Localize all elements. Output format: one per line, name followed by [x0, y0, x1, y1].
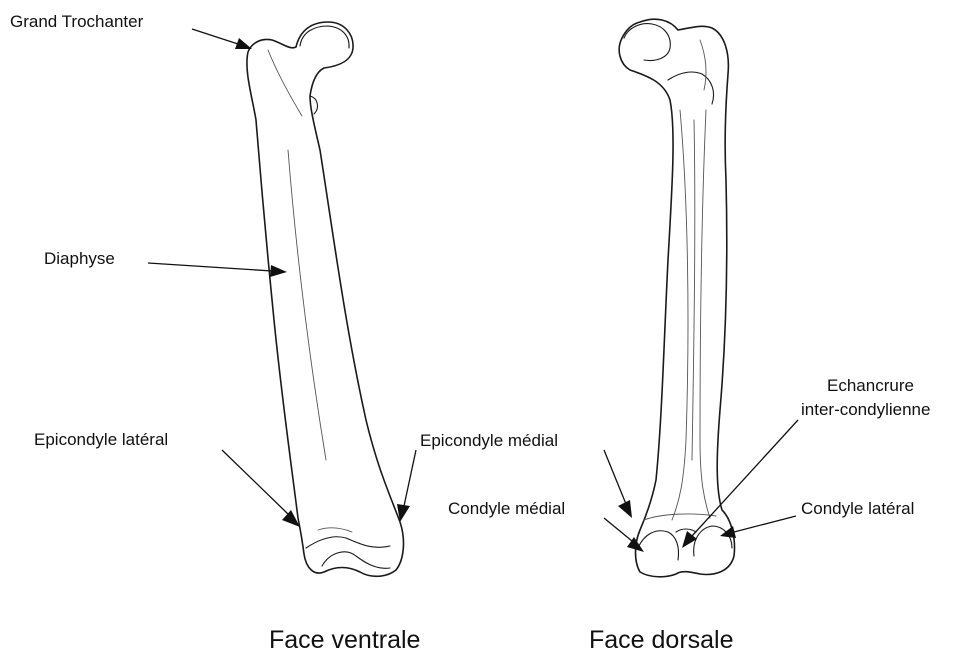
- label-epicondyle-medial: Epicondyle médial: [420, 431, 558, 450]
- label-condyle-medial: Condyle médial: [448, 499, 565, 518]
- annotation-labels: Grand Trochanter Diaphyse Epicondyle lat…: [10, 12, 930, 518]
- caption-face-dorsale: Face dorsale: [589, 626, 734, 654]
- label-echancrure-line1: Echancrure: [827, 376, 914, 395]
- view-captions: Face ventrale Face dorsale: [269, 626, 734, 654]
- label-diaphyse: Diaphyse: [44, 249, 115, 268]
- label-grand-trochanter: Grand Trochanter: [10, 12, 144, 31]
- caption-face-ventrale: Face ventrale: [269, 626, 420, 654]
- label-echancrure-line2: inter-condylienne: [801, 400, 930, 419]
- arrow-epicondyle-medial-right: [618, 500, 632, 518]
- arrow-grand-trochanter: [235, 38, 252, 49]
- femur-ventral-outline: [247, 22, 404, 576]
- label-epicondyle-lateral: Epicondyle latéral: [34, 430, 168, 449]
- femur-ventral-view: [247, 22, 404, 576]
- femur-dorsal-outline: [619, 19, 734, 577]
- label-condyle-lateral: Condyle latéral: [801, 499, 914, 518]
- femur-dorsal-view: [619, 19, 734, 577]
